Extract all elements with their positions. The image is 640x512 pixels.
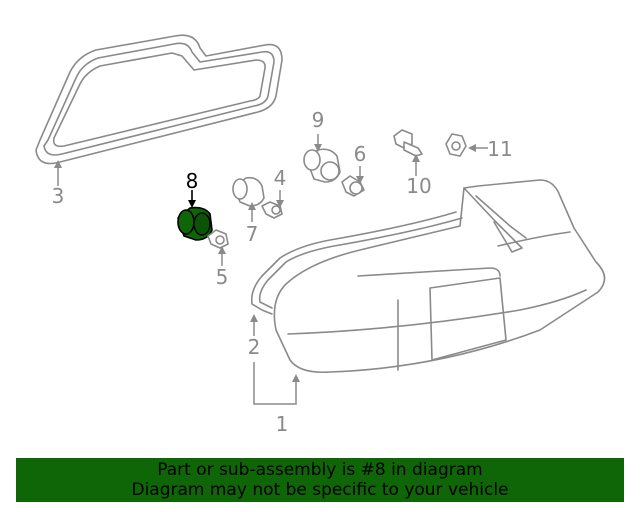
leader-lines [54,134,488,405]
part-5-bulb[interactable] [207,229,229,249]
part-6-bulb[interactable] [341,175,365,197]
callout-7[interactable]: 7 [246,222,259,246]
part-3-gasket[interactable] [35,34,283,165]
parts-diagram: 1 2 3 4 5 6 7 8 9 10 11 [35,34,606,436]
part-8-socket-highlighted[interactable] [177,206,213,241]
callout-2[interactable]: 2 [248,335,261,359]
callout-4[interactable]: 4 [274,166,287,190]
callout-8[interactable]: 8 [186,169,199,193]
part-7-socket[interactable] [232,176,265,207]
callout-3[interactable]: 3 [52,184,65,208]
info-banner: Part or sub-assembly is #8 in diagram Di… [16,458,624,502]
part-2-seal[interactable] [250,211,463,315]
part-4-bulb[interactable] [261,201,283,219]
callout-5[interactable]: 5 [216,265,229,289]
banner-line-part: Part or sub-assembly is #8 in diagram [157,460,483,480]
callout-labels: 1 2 3 4 5 6 7 8 9 10 11 [52,108,513,436]
banner-line-disclaimer: Diagram may not be specific to your vehi… [131,480,509,500]
callout-9[interactable]: 9 [312,108,325,132]
part-9-socket[interactable] [303,148,341,183]
callout-6[interactable]: 6 [354,142,367,166]
part-11-nut[interactable] [445,133,467,157]
callout-10[interactable]: 10 [406,174,431,198]
part-1-tail-lamp[interactable] [273,179,606,374]
part-10-bolt[interactable] [393,129,423,157]
callout-1[interactable]: 1 [276,412,289,436]
callout-11[interactable]: 11 [487,137,512,161]
